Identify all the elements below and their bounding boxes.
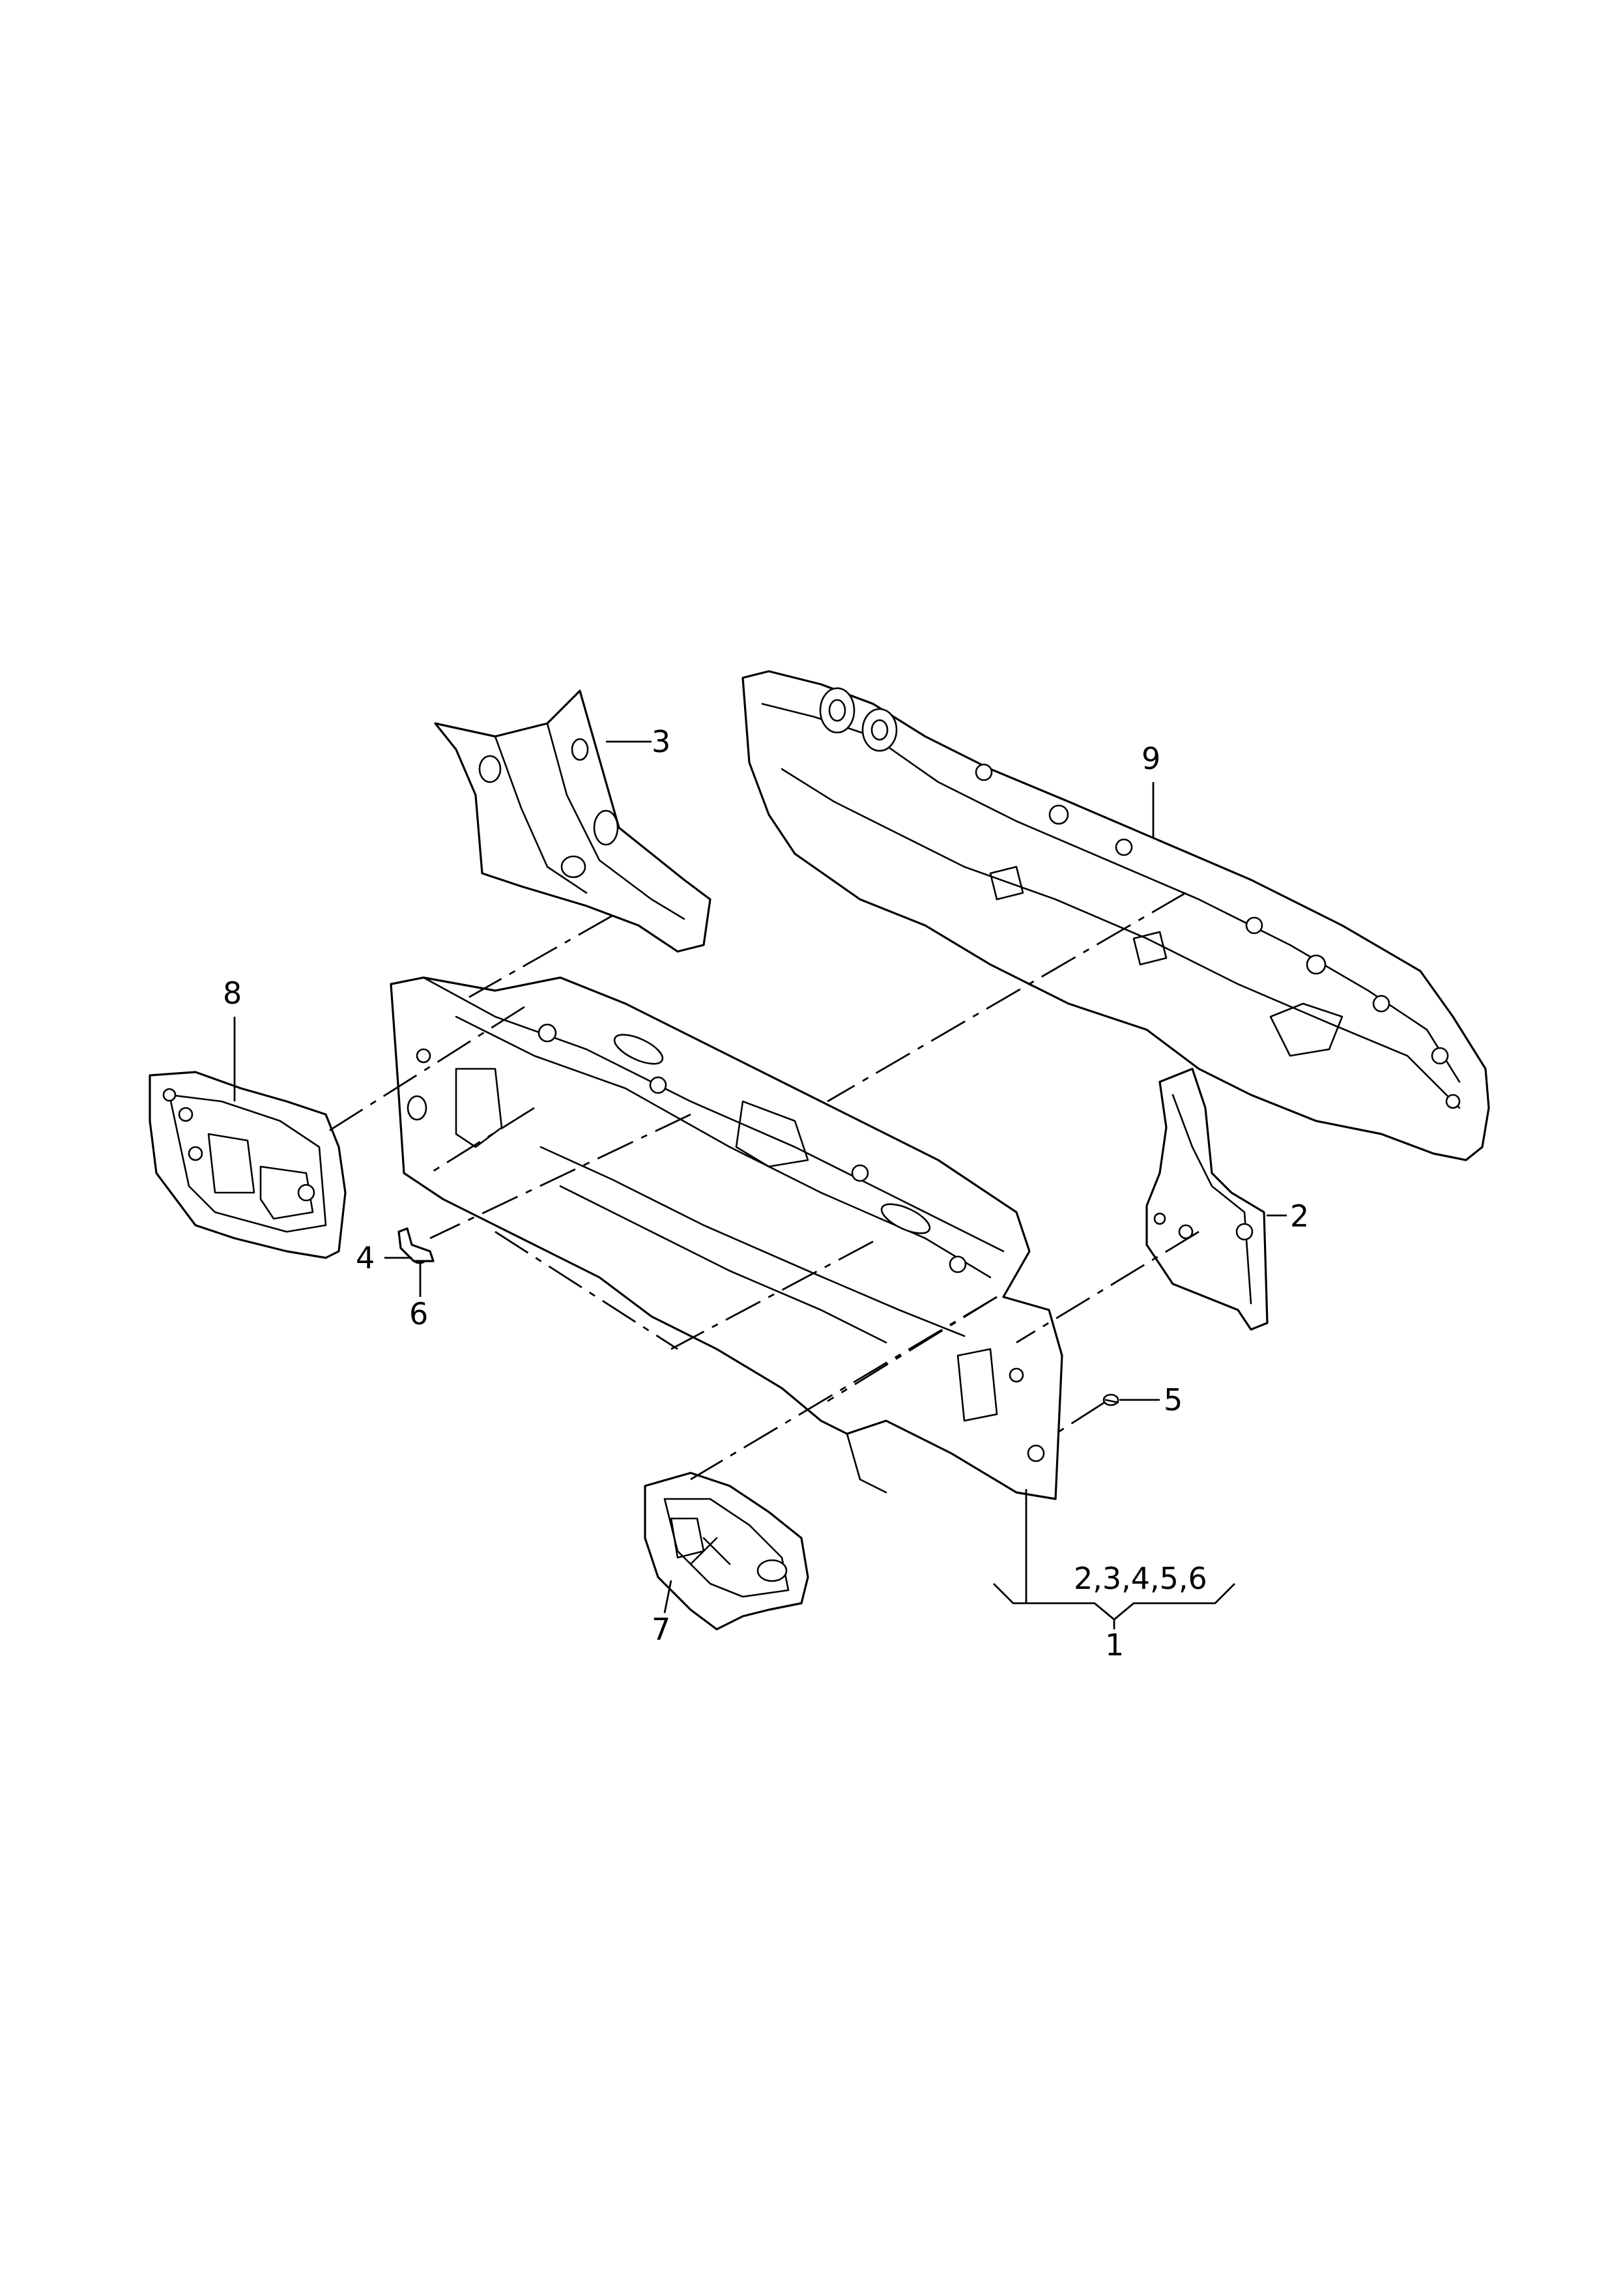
callout-3: 3 (652, 724, 670, 759)
part-9-cross-member (741, 670, 1490, 1161)
part-1-rear-panel (390, 976, 1063, 1500)
part-6-clip (397, 1227, 435, 1262)
callout-1: 1 (1105, 1627, 1124, 1663)
callout-labels: 8 3 9 2 4 5 6 7 2,3,4,5,6 1 (223, 724, 1309, 1663)
callout-7: 7 (652, 1612, 670, 1647)
callout-4: 4 (356, 1240, 375, 1275)
assembly-lines (328, 892, 1199, 1481)
callout-9: 9 (1142, 741, 1160, 776)
callout-group: 2,3,4,5,6 (1074, 1561, 1207, 1596)
callout-5: 5 (1164, 1382, 1183, 1417)
part-2-bracket (1145, 1068, 1269, 1331)
leader-lines (233, 740, 1287, 1629)
callout-6: 6 (409, 1296, 428, 1331)
part-5-bolt (1102, 1393, 1119, 1406)
callout-2: 2 (1290, 1199, 1309, 1234)
part-3-bracket (434, 690, 711, 953)
part-7-end-plate (644, 1472, 809, 1631)
part-8-end-plate (149, 1071, 347, 1259)
callout-8: 8 (223, 976, 242, 1011)
